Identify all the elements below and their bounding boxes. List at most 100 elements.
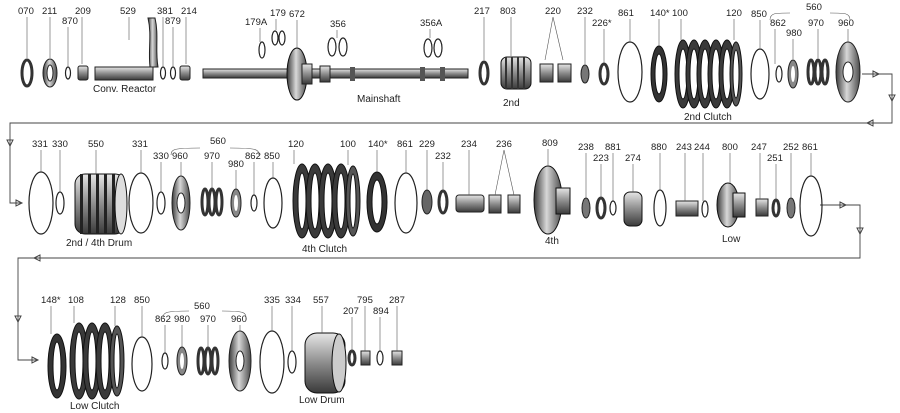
label-140-row2: 140* [368,139,388,150]
caption-low-drum: Low Drum [299,395,345,406]
part-970-return-springs-c [196,346,220,376]
caption-low-clutch: Low Clutch [70,401,119,412]
part-356A-ring-1 [423,38,433,58]
label-330-a: 330 [52,139,68,150]
label-148: 148* [41,295,61,306]
label-560-row2: 560 [210,136,226,147]
label-529: 529 [120,6,136,17]
part-861-snap-ring [617,41,643,103]
label-232: 232 [577,6,593,17]
part-381-ring [159,66,167,80]
part-803-2nd-gear [500,56,532,90]
label-120-row1: 120 [726,8,742,19]
part-334-ring [287,350,297,374]
row-3-labels: 148* 108 128 850 560 862 980 970 960 335… [41,295,405,412]
label-970-row3: 970 [200,314,216,325]
part-207-washer [347,349,357,367]
part-335-ring [259,330,285,394]
part-070-seal [20,58,34,88]
caption-4th-clutch: 4th Clutch [302,244,347,255]
label-100-row1: 100 [672,8,688,19]
caption-2nd-clutch: 2nd Clutch [684,112,732,123]
label-861-row1: 861 [618,8,634,19]
label-980-row2: 980 [228,159,244,170]
label-331-a: 331 [32,139,48,150]
part-862-ring-b [250,194,258,212]
part-356-ring-2 [338,37,348,57]
part-217-washer [478,60,490,86]
label-120-row2: 120 [288,139,304,150]
label-214: 214 [181,6,197,17]
label-108: 108 [68,295,84,306]
part-330-ring-a [55,191,65,215]
label-070: 070 [18,6,34,17]
part-850-snap-ring-b [263,177,283,229]
part-100-120-4th-clutch-pack [292,163,361,239]
label-128: 128 [110,295,126,306]
label-244: 244 [694,142,710,153]
label-229: 229 [419,139,435,150]
label-220: 220 [545,6,561,17]
label-862-row2: 862 [245,151,261,162]
part-247-bearing [755,198,769,217]
part-672-mainshaft [202,47,469,101]
part-862-ring-c [161,352,169,370]
part-331-ring-b [128,172,154,234]
label-209: 209 [75,6,91,17]
part-809-4th-gear [533,165,571,235]
label-226: 226* [592,18,612,29]
label-381: 381 [157,6,173,17]
part-274-bearing-assembly [623,191,643,227]
part-243-sleeve [675,200,699,217]
label-251: 251 [767,153,783,164]
label-232-row2: 232 [435,151,451,162]
flow-lines [6,70,896,364]
part-557-low-drum [304,332,347,394]
label-252: 252 [783,142,799,153]
part-894-ring [376,350,384,366]
part-970-return-springs-b [200,187,224,217]
row-1-parts [20,17,861,109]
row-1-labels: 070 211 870 209 529 381 879 214 179A 179… [18,2,854,123]
part-244-ring [701,200,709,218]
label-236: 236 [496,139,512,150]
label-223: 223 [593,153,609,164]
part-226-washer [598,62,610,86]
row-3-parts [47,322,403,400]
label-960-row1: 960 [838,18,854,29]
part-234-sleeve [455,194,485,213]
row-2-labels: 331 330 550 331 560 330 960 970 980 862 … [32,136,818,255]
label-960-row2: 960 [172,151,188,162]
label-809: 809 [542,138,558,149]
part-970-return-springs [806,58,830,86]
part-529-reactor-shaft [94,17,159,81]
part-108-128-low-clutch-pack [69,322,125,400]
part-220-bearing-1 [539,63,554,83]
part-229-washer [421,189,433,215]
part-330-ring-b [156,191,166,215]
label-550: 550 [88,139,104,150]
part-179-ring-2 [278,30,286,46]
part-880-snap-ring [653,189,667,227]
label-287: 287 [389,295,405,306]
label-894: 894 [373,306,389,317]
part-223-washer [595,196,607,220]
caption-4th: 4th [545,236,559,247]
label-330-b: 330 [153,151,169,162]
caption-2nd-4th-drum: 2nd / 4th Drum [66,238,132,249]
label-356: 356 [330,19,346,30]
part-238-washer [581,197,591,219]
label-800: 800 [722,142,738,153]
caption-conv-reactor: Conv. Reactor [93,84,157,95]
caption-low: Low [722,234,741,245]
part-220-bearing-2 [557,63,572,83]
label-803: 803 [500,6,516,17]
label-211: 211 [42,6,57,17]
label-560-row1: 560 [806,2,822,13]
label-881: 881 [605,142,621,153]
part-862-ring [775,65,783,83]
label-862-row3: 862 [155,314,171,325]
label-850-row3: 850 [134,295,150,306]
part-800-low-gear [716,182,746,228]
label-970-row1: 970 [808,18,824,29]
